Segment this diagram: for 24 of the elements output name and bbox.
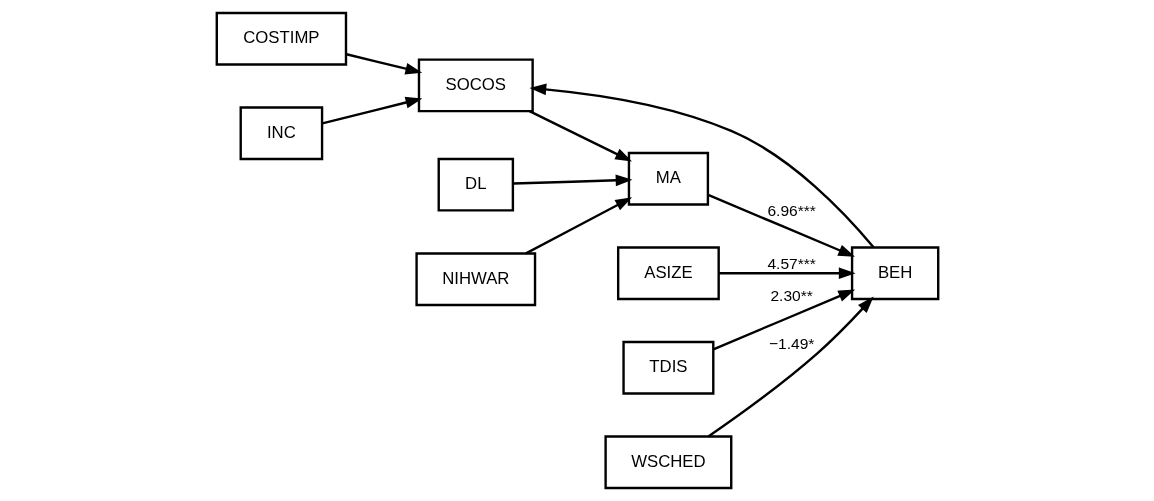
node-box: WSCHED [603, 435, 732, 490]
node-box: DL [437, 157, 514, 212]
arrow [529, 83, 874, 248]
arrow [712, 289, 855, 351]
arrow [524, 197, 632, 255]
edge-label: 4.57*** [766, 254, 816, 272]
node-box: MA [627, 151, 709, 206]
arrow [321, 96, 422, 125]
node-box: COSTIMP [215, 11, 347, 66]
node-box: TDIS [621, 340, 714, 395]
arrow [707, 296, 874, 438]
arrow [718, 267, 856, 280]
edge-label: −1.49* [768, 335, 814, 353]
arrow [345, 53, 422, 75]
edge-label: 6.96*** [766, 202, 816, 220]
node-box: INC [239, 106, 323, 161]
arrow [528, 110, 632, 162]
node-box: BEH [850, 246, 939, 301]
node-box: NIHWAR [414, 252, 536, 307]
arrow [707, 193, 855, 257]
arrow [512, 174, 632, 187]
node-box: SOCOS [417, 58, 534, 113]
node-box: ASIZE [616, 246, 720, 301]
edge-label: 2.30** [769, 287, 813, 305]
